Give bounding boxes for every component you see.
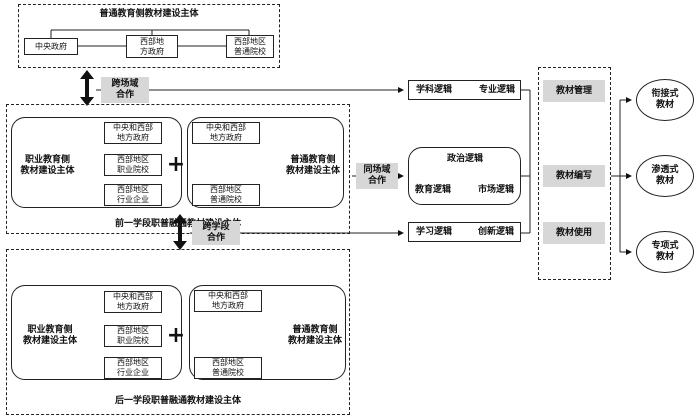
stage1-group [6,104,350,234]
stage1-title: 前一学段职普融通教材建设主体 [114,219,241,229]
logic-major: 专业逻辑 [478,85,515,95]
stage1-voc-enterprise-node: 西部地区 行业企业 [104,184,162,206]
stage2-gen-school-node: 西部地区 普通院校 [194,357,262,379]
logic-innovation: 创新逻辑 [477,227,514,237]
stage1-general-label: 普通教育侧 教材建设主体 [285,155,340,176]
cross-domain-cooperation-label: 跨场域 合作 [101,77,149,103]
logic-box-triad [408,147,521,205]
stage2-gen-gov-node: 中央和西部 地方政府 [194,290,262,312]
stage-management: 教材管理 [543,80,605,102]
stage1-vocational-label: 职业教育侧 教材建设主体 [20,155,75,176]
cross-stage-cooperation-label: 跨学段 合作 [192,221,240,245]
logic-market: 市场逻辑 [477,185,514,195]
stage2-plus-icon: + [166,323,186,348]
general-edu-subject-title: 普通教育侧教材建设主体 [99,9,199,19]
stage2-group [6,249,350,415]
stage-writing: 教材编写 [543,165,605,187]
stage2-title: 后一学段职普融通教材建设主体 [114,396,241,406]
output-specialized-textbook: 专项式 教材 [636,231,694,273]
stage1-plus-icon: + [166,152,186,177]
output-infiltrative-textbook: 渗透式 教材 [636,155,694,197]
stage-use: 教材使用 [543,222,605,244]
node-west-general-schools: 西部地区 普通院校 [226,35,274,58]
stage1-gen-gov-node: 中央和西部 地方政府 [192,122,260,144]
node-west-local-government: 西部地 方政府 [126,35,178,58]
stage2-vocational-label: 职业教育侧 教材建设主体 [22,325,77,346]
textbook-stages-group [538,67,611,280]
stage1-voc-gov-node: 中央和西部 地方政府 [104,122,162,144]
logic-learning: 学习逻辑 [415,227,452,237]
logic-subject: 学科逻辑 [415,85,452,95]
stage2-voc-enterprise-node: 西部地区 行业企业 [104,357,162,379]
logic-education: 教育逻辑 [414,185,451,195]
stage2-general-label: 普通教育侧 教材建设主体 [287,325,342,346]
stage2-voc-gov-node: 中央和西部 地方政府 [104,291,162,313]
node-central-government: 中央政府 [24,38,78,55]
stage2-voc-school-node: 西部地区 职业院校 [104,325,162,347]
logic-box-learning-innovation [408,222,521,242]
same-domain-cooperation-label: 同场域 合作 [356,163,398,189]
general-edu-subject-group [18,4,280,68]
stage1-gen-school-node: 西部地区 普通院校 [192,184,260,206]
output-bridging-textbook: 衔接式 教材 [636,79,694,121]
stage1-voc-school-node: 西部地区 职业院校 [104,154,162,176]
logic-box-subject-major [408,80,521,100]
logic-political: 政治逻辑 [446,154,483,164]
